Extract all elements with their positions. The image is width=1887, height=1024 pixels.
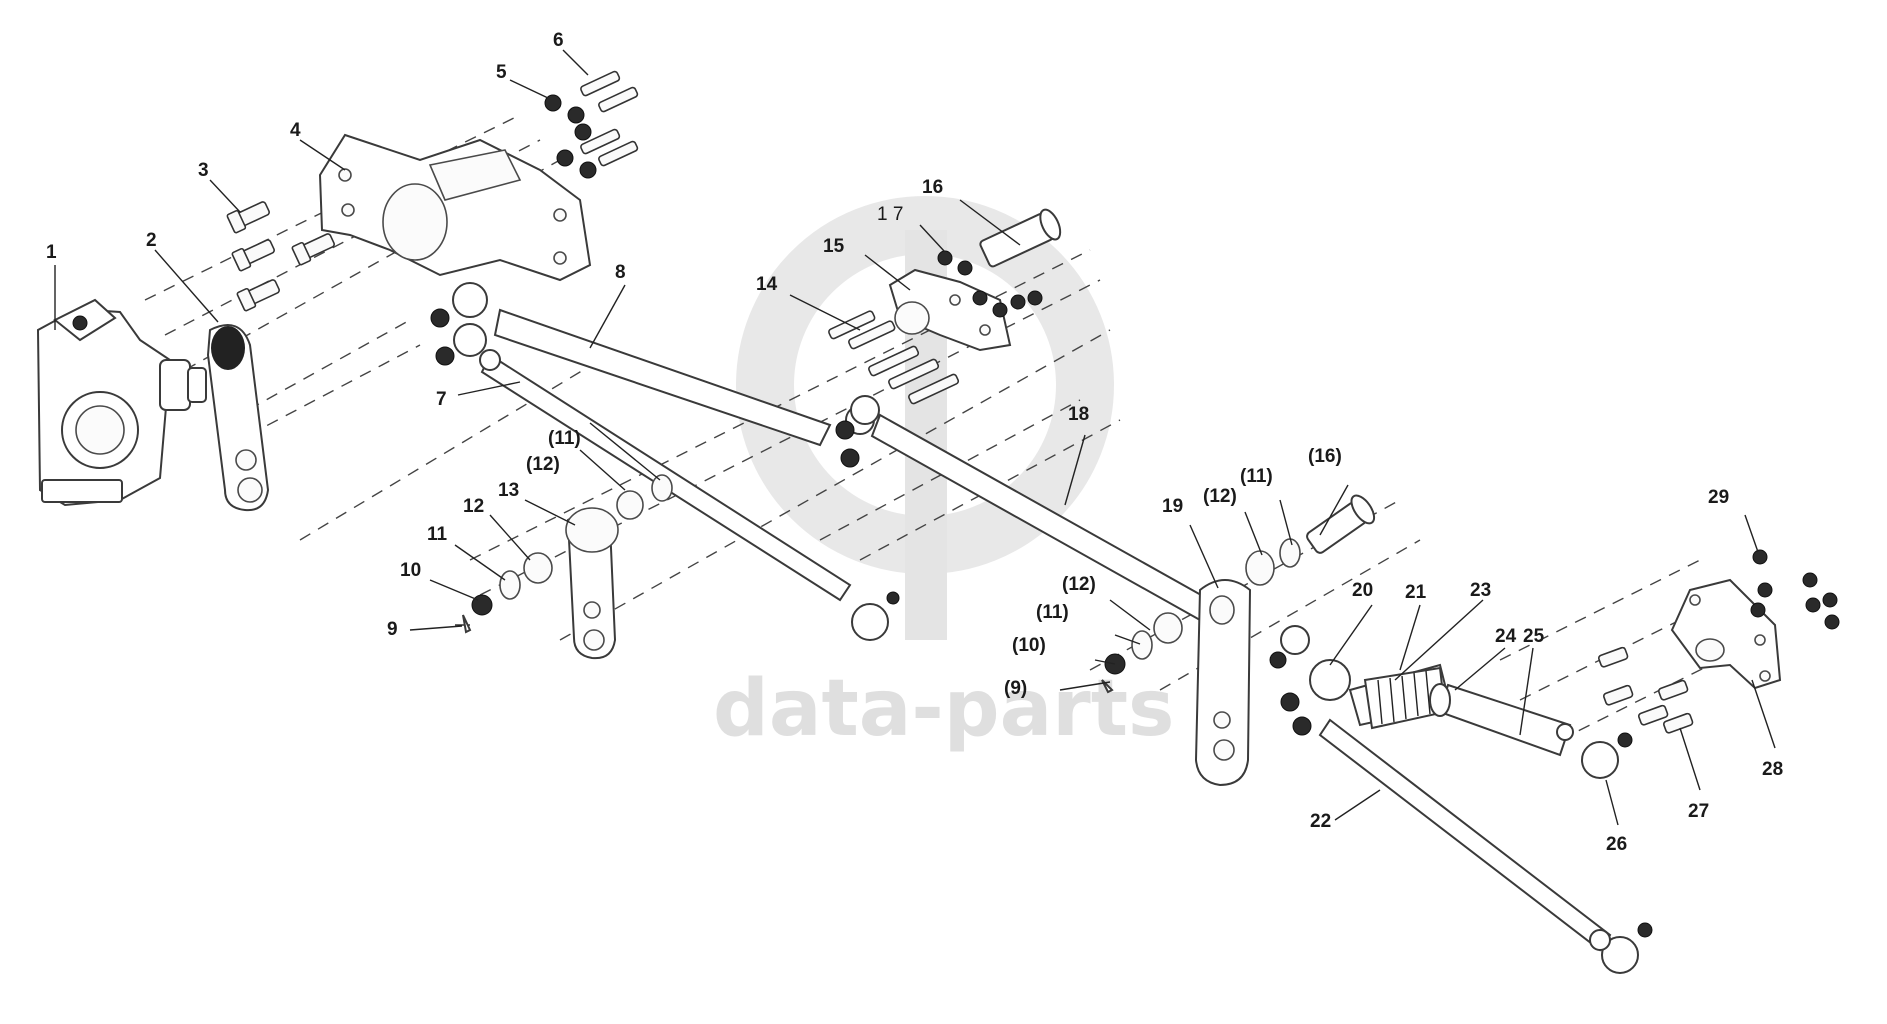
label-part-10: 10 [400, 560, 421, 581]
label-part-22: 22 [1310, 811, 1331, 832]
tie-rod-22 [1318, 718, 1653, 974]
watermark-text: data-parts [713, 664, 1174, 754]
label-part-18: 18 [1068, 404, 1089, 425]
label-part-15: 15 [823, 236, 845, 257]
watermark: data-parts [713, 196, 1174, 754]
label-part-9: 9 [387, 619, 398, 640]
label-part-1: 1 [46, 242, 57, 263]
label-part-6: 6 [553, 30, 564, 51]
label-part-23: 23 [1470, 580, 1491, 601]
idler-arm-assembly [455, 474, 673, 660]
label-part-11-paren-b: (11) [1240, 466, 1273, 487]
label-part-19: 19 [1162, 496, 1183, 517]
label-part-26: 26 [1606, 834, 1627, 855]
label-part-17: 1 7 [877, 204, 903, 225]
label-part-27: 27 [1688, 801, 1709, 822]
label-part-20: 20 [1352, 580, 1373, 601]
damper-assembly [1309, 659, 1633, 779]
center-bracket [828, 208, 1062, 405]
label-part-16: 16 [922, 177, 943, 198]
label-part-11-paren-a: (11) [548, 428, 581, 449]
label-part-12-paren-c: (12) [1062, 574, 1096, 595]
label-part-10-paren: (10) [1012, 635, 1046, 656]
label-part-4: 4 [290, 120, 301, 141]
bolts-3 [226, 201, 335, 312]
steering-gear-box [36, 298, 207, 507]
gear-mount-bracket [318, 133, 592, 282]
part-labels: 1 2 3 4 5 6 7 8 9 10 11 12 13 14 15 16 1… [46, 30, 1783, 855]
label-part-11-paren-c: (11) [1036, 602, 1069, 623]
label-part-2: 2 [146, 230, 157, 251]
label-part-8: 8 [615, 262, 626, 283]
tie-rod-18 [835, 395, 1212, 622]
leader-lines [54, 49, 1776, 826]
label-part-7: 7 [436, 389, 447, 410]
label-part-5: 5 [496, 62, 507, 83]
label-part-11: 11 [427, 524, 448, 545]
label-part-13: 13 [498, 480, 519, 501]
label-part-28: 28 [1762, 759, 1783, 780]
label-part-12-paren-a: (12) [526, 454, 560, 475]
label-part-16-paren: (16) [1308, 446, 1342, 467]
label-part-9-paren: (9) [1004, 678, 1027, 699]
label-part-29: 29 [1708, 487, 1729, 508]
label-part-12: 12 [463, 496, 484, 517]
bolts-5-6 [544, 70, 639, 179]
right-bracket [1597, 549, 1840, 734]
label-part-21: 21 [1405, 582, 1427, 603]
label-part-3: 3 [198, 160, 209, 181]
label-part-24: 24 [1495, 626, 1517, 647]
label-part-14: 14 [756, 274, 778, 295]
label-part-12-paren-b: (12) [1203, 486, 1237, 507]
label-part-25: 25 [1523, 626, 1545, 647]
pitman-arm [206, 324, 270, 512]
